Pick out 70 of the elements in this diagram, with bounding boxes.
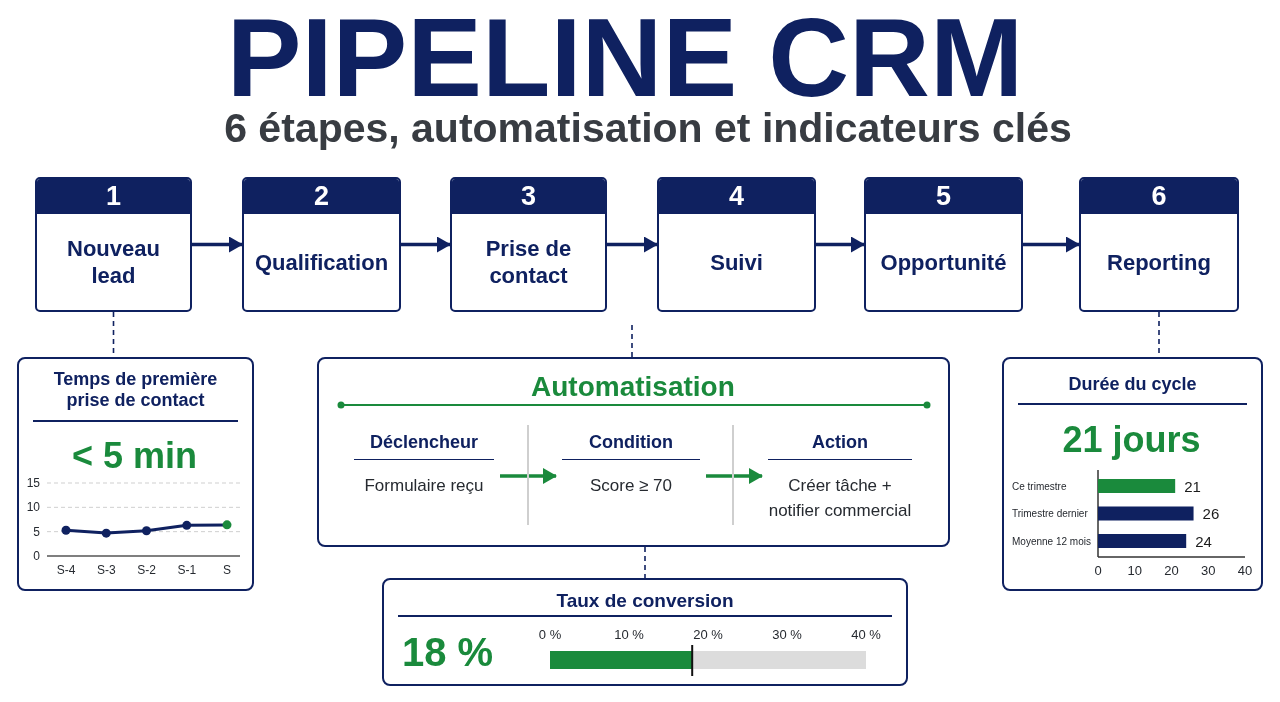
step-label: Reporting — [1106, 248, 1212, 276]
axis-tick-label: 40 % — [851, 626, 881, 642]
step-number: 2 — [244, 179, 399, 214]
arrow — [706, 468, 763, 484]
column-text: Score ≥ 70 — [589, 475, 673, 497]
arrow — [816, 236, 865, 253]
step-label: Opportunité — [880, 248, 1007, 276]
card-title: Durée du cycle — [1067, 373, 1198, 395]
arrow — [1023, 236, 1080, 253]
step-label: Nouveau lead — [66, 235, 161, 289]
kpi-card — [1002, 357, 1263, 591]
axis-tick-label: 0 — [33, 549, 40, 563]
dashed-line — [644, 546, 646, 579]
kpi-value: 18 % — [402, 629, 495, 676]
axis-tick-label: 0 — [1094, 562, 1102, 578]
step-label: Suivi — [709, 248, 764, 276]
automation-panel — [317, 357, 950, 547]
column-text: Créer tâche + notifier commercial — [768, 475, 912, 522]
panel-title: Automatisation — [531, 370, 736, 404]
card-title: Temps de première prise de contact — [53, 369, 218, 411]
kpi-value: 21 jours — [1062, 419, 1202, 461]
step-box — [657, 177, 816, 312]
axis-tick-label: 30 % — [772, 626, 802, 642]
column-heading: Action — [768, 425, 912, 460]
step-box — [35, 177, 192, 312]
column-heading: Condition — [562, 425, 700, 460]
step-box — [450, 177, 607, 312]
dashed-line — [631, 324, 633, 358]
subtitle: 6 étapes, automatisation et indicateurs clés — [224, 108, 1072, 149]
axis-tick-label: S — [223, 563, 231, 577]
step-label: Qualification — [254, 248, 389, 276]
axis-tick-label: 30 — [1201, 562, 1216, 578]
step-number: 6 — [1081, 179, 1237, 214]
kpi-value: < 5 min — [72, 435, 199, 477]
arrow — [401, 236, 451, 253]
arrow — [192, 236, 243, 253]
value-label: 26 — [1202, 505, 1220, 522]
category-label: Ce trimestre — [1012, 480, 1067, 492]
axis-tick-label: 10 % — [614, 626, 644, 642]
category-label: Moyenne 12 mois — [1012, 535, 1091, 547]
axis-tick-label: S-2 — [137, 563, 156, 577]
step-number: 3 — [452, 179, 605, 214]
step-number: 5 — [866, 179, 1021, 214]
axis-tick-label: 10 — [1127, 562, 1142, 578]
kpi-card — [17, 357, 254, 591]
category-label: Trimestre dernier — [1012, 508, 1088, 519]
axis-tick-label: S-4 — [56, 563, 76, 577]
axis-tick-label: S-3 — [96, 563, 116, 577]
step-number: 1 — [37, 179, 190, 214]
column-heading: Déclencheur — [354, 425, 494, 460]
step-box — [242, 177, 401, 312]
axis-tick-label: 5 — [33, 524, 40, 539]
arrow — [607, 236, 658, 253]
axis-tick-label: S-1 — [177, 563, 197, 577]
value-label: 21 — [1184, 477, 1201, 495]
step-box — [1079, 177, 1239, 312]
axis-tick-label: 40 — [1237, 562, 1253, 578]
axis-tick-label: 20 — [1164, 562, 1179, 578]
step-box — [864, 177, 1023, 312]
step-label: Prise de contact — [485, 235, 572, 289]
axis-tick-label: 10 — [26, 500, 40, 515]
card-title: Taux de conversion — [555, 589, 735, 611]
step-number: 4 — [659, 179, 814, 214]
axis-tick-label: 0 % — [538, 626, 562, 642]
column-text: Formulaire reçu — [363, 475, 485, 497]
arrow — [500, 468, 557, 484]
value-label: 24 — [1195, 532, 1212, 550]
kpi-card — [382, 578, 908, 686]
axis-tick-label: 15 — [26, 476, 40, 490]
axis-tick-label: 20 % — [693, 626, 723, 642]
